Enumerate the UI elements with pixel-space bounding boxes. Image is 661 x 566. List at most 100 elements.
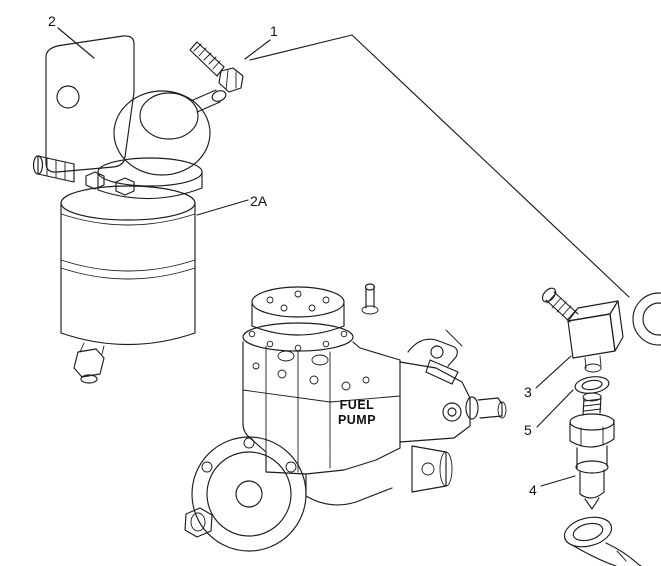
body-boss-2 — [311, 354, 329, 366]
elbow-bottom-face — [584, 363, 602, 373]
drain-plug-tip — [80, 374, 98, 384]
hose-connector — [563, 516, 642, 566]
body-seam — [242, 389, 401, 403]
drain-plug-hex — [73, 348, 105, 378]
bolt-threads — [193, 43, 221, 70]
canister-top — [60, 185, 196, 221]
leader-line-4 — [540, 475, 576, 487]
front-hub — [235, 480, 263, 508]
flange-hole — [201, 461, 213, 473]
leader-line-1 — [244, 39, 271, 60]
foot-hole — [421, 462, 435, 476]
outlet-face — [497, 401, 507, 419]
bolt-head — [218, 67, 244, 93]
foot-face — [439, 451, 453, 487]
callout-5: 5 — [524, 422, 532, 438]
shoulder-pin — [365, 286, 375, 309]
flange-bolt — [248, 330, 256, 338]
mount-ring — [632, 292, 661, 346]
right-boss — [465, 396, 479, 420]
hex-fitting-1 — [85, 171, 105, 190]
governor-bolt — [280, 304, 288, 312]
leader-line-5 — [536, 389, 574, 428]
outlet-stub — [477, 397, 503, 419]
head-collar-sides — [97, 171, 203, 200]
bottom-skirt — [305, 473, 393, 506]
flange-hole — [285, 461, 297, 473]
fuel-injection-pump — [184, 283, 507, 552]
governor-base — [251, 325, 345, 336]
left-port-threads — [46, 157, 66, 181]
canister-ring-2 — [60, 267, 196, 280]
flange-bolt — [322, 340, 330, 348]
hex-fitting-2 — [115, 177, 135, 196]
leader-line-long — [249, 34, 630, 298]
body-bottom — [265, 447, 401, 475]
fuel-pump-label-line-2: PUMP — [338, 413, 376, 427]
bracket-hole — [56, 85, 80, 109]
canister-ring-1 — [60, 259, 196, 272]
callout-2a: 2A — [250, 193, 268, 209]
fuel-pump-label-line-1: FUEL — [340, 398, 375, 412]
fitting-hex-facets — [580, 426, 604, 447]
filter-priming-pump-assembly — [32, 35, 227, 200]
bracket-outline — [45, 35, 135, 173]
ring-outer — [632, 292, 661, 346]
governor-bolt — [308, 304, 316, 312]
body-boss-1 — [277, 350, 295, 362]
fitting-stud-threads — [583, 398, 602, 412]
bolt-shank — [189, 41, 225, 77]
hose-ring-inner — [572, 522, 604, 542]
callout-2: 2 — [48, 13, 56, 29]
fitting-bottom — [579, 491, 605, 499]
shoulder-pin-boss — [361, 305, 379, 315]
filter-canister — [60, 185, 196, 384]
hose-ring-outer — [563, 516, 613, 548]
body-panel-lines — [265, 345, 331, 473]
plunger-knob-tip — [211, 90, 227, 102]
throttle-lever-2 — [425, 359, 459, 385]
body-right — [352, 341, 401, 449]
right-port-inner — [447, 407, 457, 417]
foot-block — [411, 445, 447, 493]
body-bolt — [252, 362, 260, 370]
fitting-body-upper — [576, 445, 608, 469]
bolt-head-facets — [225, 69, 237, 91]
hose-band — [616, 550, 627, 562]
pump-dome-cap — [139, 92, 199, 140]
canister-sides — [60, 202, 196, 334]
right-housing — [399, 361, 471, 443]
canister-band-top — [60, 213, 196, 226]
hose-tube-inner — [571, 544, 617, 566]
fitting-hex-sides — [569, 419, 615, 442]
governor-sides — [251, 303, 345, 327]
elbow-block-side — [609, 300, 624, 352]
governor-bolt — [294, 290, 302, 298]
elbow-block-front — [567, 313, 616, 359]
washer-outer — [574, 376, 610, 394]
callout-3: 3 — [524, 384, 532, 400]
body-bolt — [362, 376, 370, 384]
fitting-band — [575, 460, 609, 474]
callout-1: 1 — [270, 23, 278, 39]
governor-bolt — [266, 296, 274, 304]
leader-line-3 — [535, 355, 572, 389]
left-hex-plug-face — [190, 512, 206, 532]
shoulder-pin-cap — [364, 283, 376, 291]
adapter-fitting — [569, 392, 615, 510]
fitting-body-lower — [579, 469, 605, 495]
fitting-hex-top — [569, 413, 615, 431]
mid-flange — [242, 322, 354, 352]
flange-bolt — [266, 340, 274, 348]
left-port-cap — [32, 155, 44, 175]
elbow-fitting — [541, 287, 624, 373]
governor-top — [251, 286, 345, 318]
drain-neck — [79, 342, 105, 355]
body-bolt — [277, 369, 287, 379]
governor-bolt — [322, 296, 330, 304]
bolt — [189, 41, 244, 93]
flange-bolt — [340, 330, 348, 338]
left-hex-plug — [184, 507, 213, 538]
